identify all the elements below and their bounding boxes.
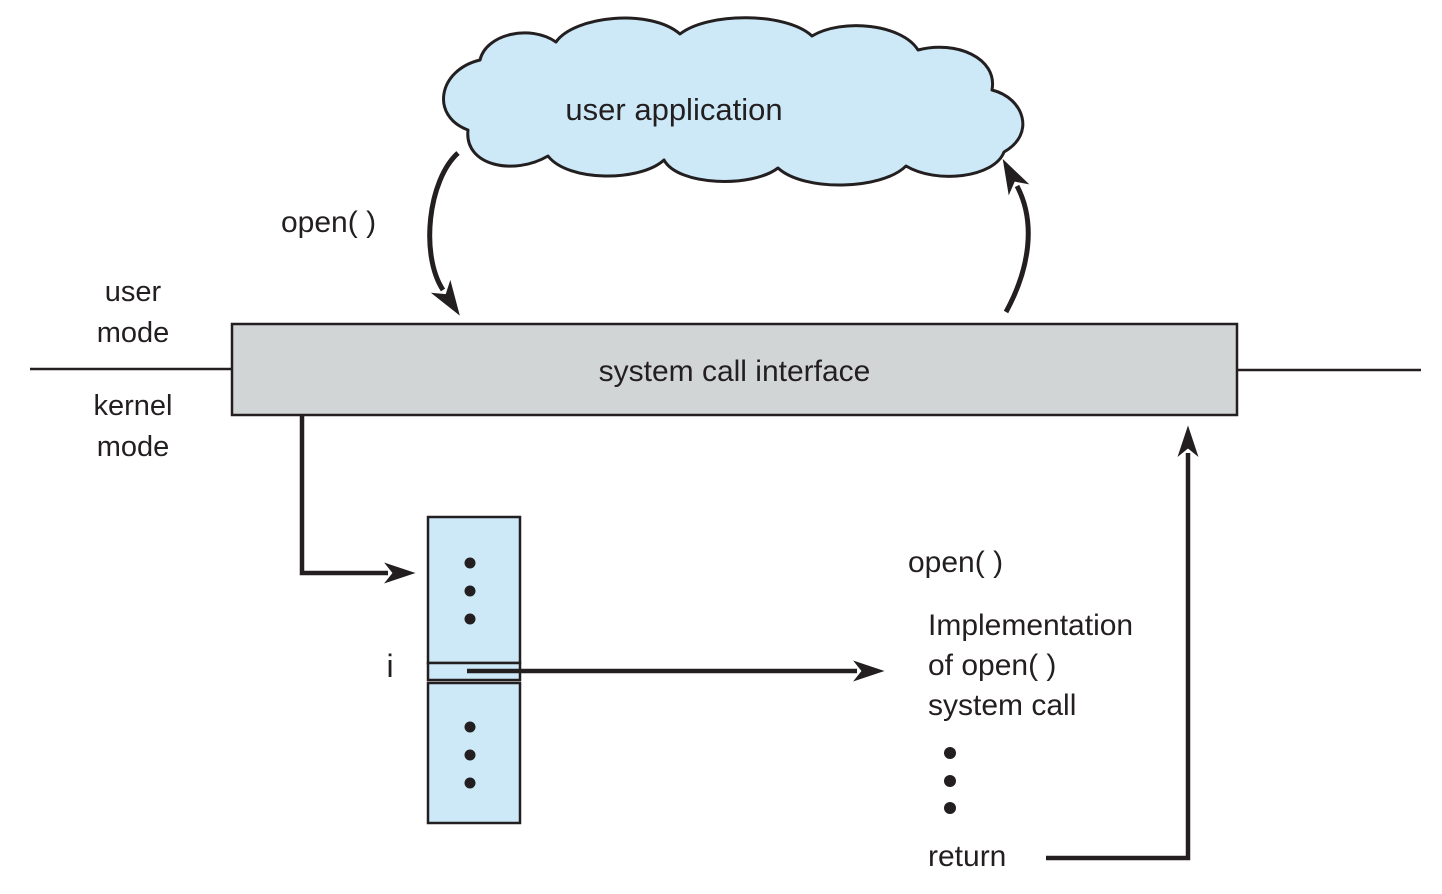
dot [464, 585, 476, 597]
ellipsis-dots [464, 557, 476, 625]
system-call-interface-label: system call interface [598, 355, 871, 388]
open-call-label: open( ) [281, 206, 377, 239]
ellipsis-dots [944, 747, 956, 814]
dot [464, 777, 476, 789]
open-implementation-title: open( ) [908, 546, 1004, 579]
table-index-i-label: i [386, 648, 394, 684]
user-application-label: user application [565, 92, 783, 127]
dot [464, 721, 476, 733]
dot [944, 775, 956, 787]
dot [464, 749, 476, 761]
dot [464, 557, 476, 569]
dispatch-elbow-arrow [299, 416, 416, 584]
dot [944, 802, 956, 814]
return-to-app-arrow [1002, 158, 1031, 314]
user-mode-label: user mode [96, 276, 170, 349]
impl-line-1: Implementation [928, 609, 1134, 642]
open-call-arrow [427, 151, 460, 316]
dot [944, 747, 956, 759]
dot [464, 613, 476, 625]
kernel-mode-label: kernel mode [93, 390, 173, 463]
impl-line-3: system call [928, 689, 1077, 722]
system-call-interface-bar [230, 322, 1239, 417]
ellipsis-dots [464, 721, 476, 789]
return-arrow [1046, 425, 1199, 861]
user-application-cloud [442, 16, 1025, 187]
open-implementation-description: Implementation of open( ) system call [928, 606, 1133, 726]
table-upper-segment [426, 515, 522, 665]
impl-line-2: of open( ) [928, 649, 1057, 682]
return-label: return [928, 840, 1007, 873]
